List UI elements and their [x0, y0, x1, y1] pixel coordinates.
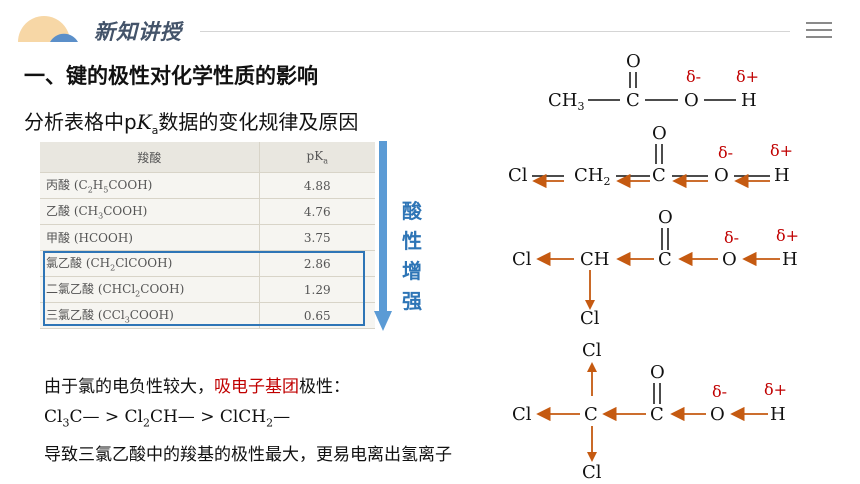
s3-ch: CH — [580, 249, 609, 270]
s2-oxygen-top: O — [652, 123, 667, 144]
s4-hydrogen: H — [770, 404, 786, 425]
reason-prefix: 由于氯的电负性较大， — [44, 377, 214, 397]
trichloroacetic-acid-structure: Cl O Cl C C O H Cl δ- δ+ — [512, 340, 787, 483]
pka-value-cell: 3.75 — [258, 224, 375, 251]
s4-oxygen-top: O — [650, 362, 665, 383]
conclusion-text: 导致三氯乙酸中的羧基的极性最大，更易电离出氢离子 — [44, 445, 452, 465]
dichloroacetic-acid-structure: O Cl CH C O H Cl δ- δ+ — [512, 207, 799, 329]
s3-delta-plus: δ+ — [776, 226, 799, 245]
pka-value-cell: 1.29 — [258, 276, 375, 303]
s4-carbon-1: C — [584, 404, 598, 425]
s3-carbon: C — [658, 249, 672, 270]
table-row: 甲酸 (HCOOH)3.75 — [40, 224, 375, 251]
s2-delta-minus: δ- — [718, 143, 733, 162]
table-row: 二氯乙酸 (CHCl2COOH)1.29 — [40, 276, 375, 303]
acidity-char: 性 — [402, 229, 422, 253]
table-row: 乙酸 (CH3COOH)4.76 — [40, 198, 375, 225]
table-header-row: 羧酸 pKa — [40, 142, 375, 173]
section-heading: 一、键的极性对化学性质的影响 — [24, 64, 318, 88]
s4-delta-minus: δ- — [712, 382, 727, 401]
reason-highlight: 吸电子基团 — [214, 377, 299, 397]
structural-formulas-diagram: O CH3 C O H δ- δ+ O Cl CH2 C — [508, 51, 799, 483]
s4-oxygen: O — [710, 404, 725, 425]
s3-oxygen-top: O — [658, 207, 673, 228]
chloroacetic-acid-structure: O Cl CH2 C O H δ- δ+ — [508, 123, 793, 189]
s4-chlorine-left: Cl — [512, 404, 532, 425]
acidity-char: 增 — [402, 259, 422, 283]
subtitle: 分析表格中pKa数据的变化规律及原因 — [24, 106, 358, 137]
acid-name-cell: 甲酸 (HCOOH) — [40, 224, 260, 251]
table-row: 丙酸 (C2H5COOH)4.88 — [40, 172, 375, 199]
header-divider — [200, 31, 790, 32]
s1-hydrogen: H — [741, 90, 757, 111]
reason-text: 由于氯的电负性较大，吸电子基团极性： — [44, 372, 350, 397]
s2-carbon: C — [652, 165, 666, 186]
acid-name-cell: 丙酸 (C2H5COOH) — [40, 172, 260, 199]
subtitle-k: K — [136, 110, 152, 134]
pka-value-cell: 4.88 — [258, 172, 375, 199]
reason-suffix: 极性： — [299, 377, 350, 397]
s2-oxygen: O — [714, 165, 729, 186]
s3-hydrogen: H — [782, 249, 798, 270]
s2-ch2: CH2 — [574, 165, 610, 188]
s4-delta-plus: δ+ — [764, 380, 787, 399]
down-arrow-icon — [374, 141, 392, 331]
acid-name-cell: 氯乙酸 (CH2ClCOOH) — [40, 250, 260, 277]
chloro-acids-highlight-box — [43, 251, 365, 326]
acidity-char: 酸 — [402, 199, 422, 223]
subtitle-suffix: 数据的变化规律及原因 — [158, 110, 359, 134]
pka-header-sub: a — [323, 156, 328, 166]
acid-name-cell: 二氯乙酸 (CHCl2COOH) — [40, 276, 260, 303]
column-header-pka: pKa — [258, 142, 375, 173]
s1-oxygen-top: O — [626, 51, 641, 72]
subtitle-prefix: 分析表格中p — [24, 110, 137, 134]
s4-chlorine-top: Cl — [582, 340, 602, 361]
sun-logo-icon — [18, 16, 78, 42]
subtitle-a: a — [151, 124, 159, 137]
s1-delta-minus: δ- — [686, 67, 701, 86]
s3-chlorine: Cl — [512, 249, 532, 270]
s4-chlorine-bottom: Cl — [582, 462, 602, 483]
menu-icon[interactable] — [806, 22, 832, 40]
s1-ch3: CH3 — [548, 90, 584, 113]
s1-carbon: C — [626, 90, 640, 111]
s3-delta-minus: δ- — [724, 228, 739, 247]
pka-value-cell: 2.86 — [258, 250, 375, 277]
column-header-acid: 羧酸 — [40, 142, 260, 173]
s2-hydrogen: H — [774, 165, 790, 186]
s1-delta-plus: δ+ — [736, 67, 759, 86]
s1-oxygen: O — [684, 90, 699, 111]
polarity-order: Cl3C— > Cl2CH— > ClCH2— — [44, 407, 291, 430]
pka-value-cell: 4.76 — [258, 198, 375, 225]
s2-delta-plus: δ+ — [770, 141, 793, 160]
header-title: 新知讲授 — [94, 20, 182, 44]
acid-name-cell: 乙酸 (CH3COOH) — [40, 198, 260, 225]
s3-chlorine-bottom: Cl — [580, 308, 600, 329]
pka-header-main: pK — [306, 148, 324, 163]
acetic-acid-structure: O CH3 C O H δ- δ+ — [548, 51, 759, 113]
acidity-increase-label: 酸 性 增 强 — [399, 196, 425, 316]
table-row: 氯乙酸 (CH2ClCOOH)2.86 — [40, 250, 375, 277]
s4-carbon-2: C — [650, 404, 664, 425]
s2-chlorine: Cl — [508, 165, 528, 186]
acidity-char: 强 — [402, 289, 422, 313]
s3-oxygen: O — [722, 249, 737, 270]
